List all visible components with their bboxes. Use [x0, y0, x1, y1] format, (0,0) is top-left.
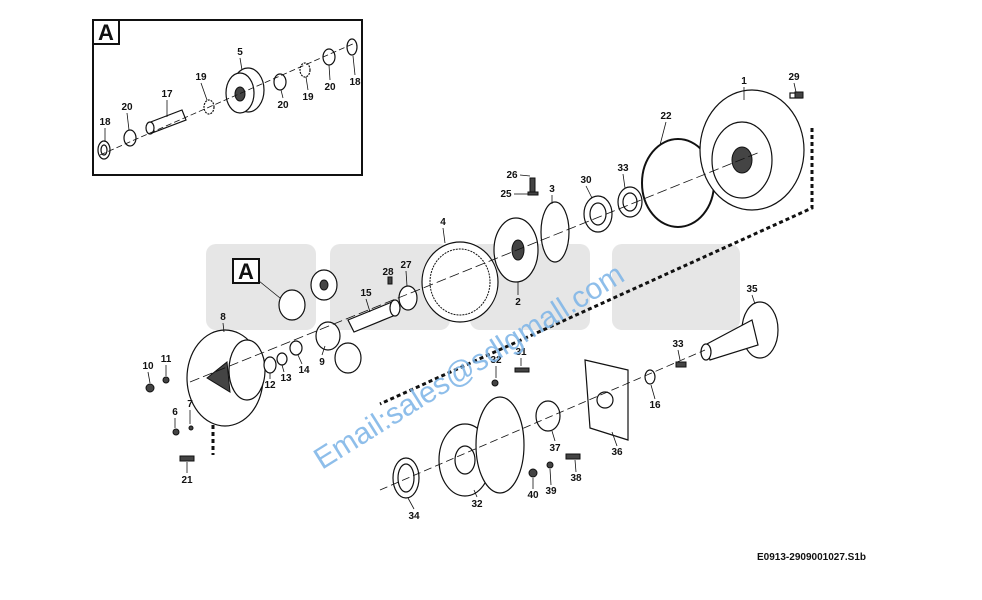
- label-18: 18: [349, 77, 361, 88]
- label-42: 40: [527, 490, 539, 501]
- label-16: 16: [649, 400, 661, 411]
- part-30-bearing: [583, 195, 613, 233]
- label-15: 15: [360, 288, 372, 299]
- part-16-washer: [644, 369, 656, 385]
- label-37: 35: [746, 284, 758, 295]
- label-14: 14: [298, 365, 310, 376]
- label-40: 38: [570, 473, 582, 484]
- background-logo: [206, 244, 740, 330]
- label-7: 7: [187, 399, 193, 410]
- label-20: 20: [121, 102, 133, 113]
- inset-a-label: A: [98, 20, 114, 45]
- label-12: 12: [264, 380, 276, 391]
- label-17: 17: [161, 89, 173, 100]
- label-20: 20: [324, 82, 336, 93]
- label-28: 28: [382, 267, 394, 278]
- label-8: 8: [220, 312, 226, 323]
- label-26: 26: [506, 170, 518, 181]
- part-37-spindle: [700, 301, 779, 361]
- label-31: 31: [515, 347, 527, 358]
- label-19: 19: [302, 92, 314, 103]
- part-34-brake-disc: [438, 396, 525, 497]
- label-22: 22: [660, 111, 672, 122]
- part-9-planet-gears: [278, 269, 362, 374]
- label-2: 2: [515, 297, 521, 308]
- label-5: 5: [237, 47, 243, 58]
- part-39-cup: [535, 400, 561, 432]
- part-1-housing: [699, 89, 805, 211]
- label-30: 30: [580, 175, 592, 186]
- label-20: 20: [277, 100, 289, 111]
- part-8-cover: [186, 329, 303, 427]
- label-36: 34: [408, 511, 420, 522]
- axis-dash-right: [379, 128, 814, 406]
- part-3-ring: [540, 201, 570, 263]
- label-1: 1: [741, 76, 747, 87]
- label-3: 3: [549, 184, 555, 195]
- label-39: 37: [549, 443, 561, 454]
- label-41: 39: [545, 486, 557, 497]
- label-35: 33: [617, 163, 629, 174]
- label-27: 27: [400, 260, 412, 271]
- label-11: 11: [161, 354, 172, 365]
- label-18: 18: [99, 117, 111, 128]
- drawing-code: E0913-2909001027.S1b: [757, 552, 866, 563]
- main-labels: 1 29 22 33 30 3 26 25 4 2 27 28 15 8 9 1…: [142, 72, 800, 522]
- label-6: 6: [172, 407, 178, 418]
- part-35-bearing: [617, 186, 643, 218]
- label-29: 29: [788, 72, 800, 83]
- label-4: 4: [440, 217, 446, 228]
- part-15-shaft: [347, 285, 418, 333]
- part-4-ring-gear: [421, 241, 499, 323]
- label-9: 9: [319, 357, 325, 368]
- label-34: 32: [471, 499, 483, 510]
- part-2-hub: [493, 217, 539, 283]
- label-21: 21: [181, 475, 193, 486]
- label-25: 25: [500, 189, 512, 200]
- part-36-seal: [392, 457, 420, 499]
- label-38: 36: [611, 447, 623, 458]
- label-13: 13: [280, 373, 292, 384]
- callout-a: A: [232, 258, 281, 299]
- label-10: 10: [142, 361, 154, 372]
- callout-a-label: A: [238, 259, 254, 284]
- small-fasteners: [145, 91, 804, 478]
- part-38-plate: [584, 359, 629, 441]
- label-33: 33: [672, 339, 684, 350]
- label-32: 32: [490, 355, 502, 366]
- label-19: 19: [195, 72, 207, 83]
- inset-a-box: A 18 20 17 19 5 20 19 20 18: [92, 19, 363, 176]
